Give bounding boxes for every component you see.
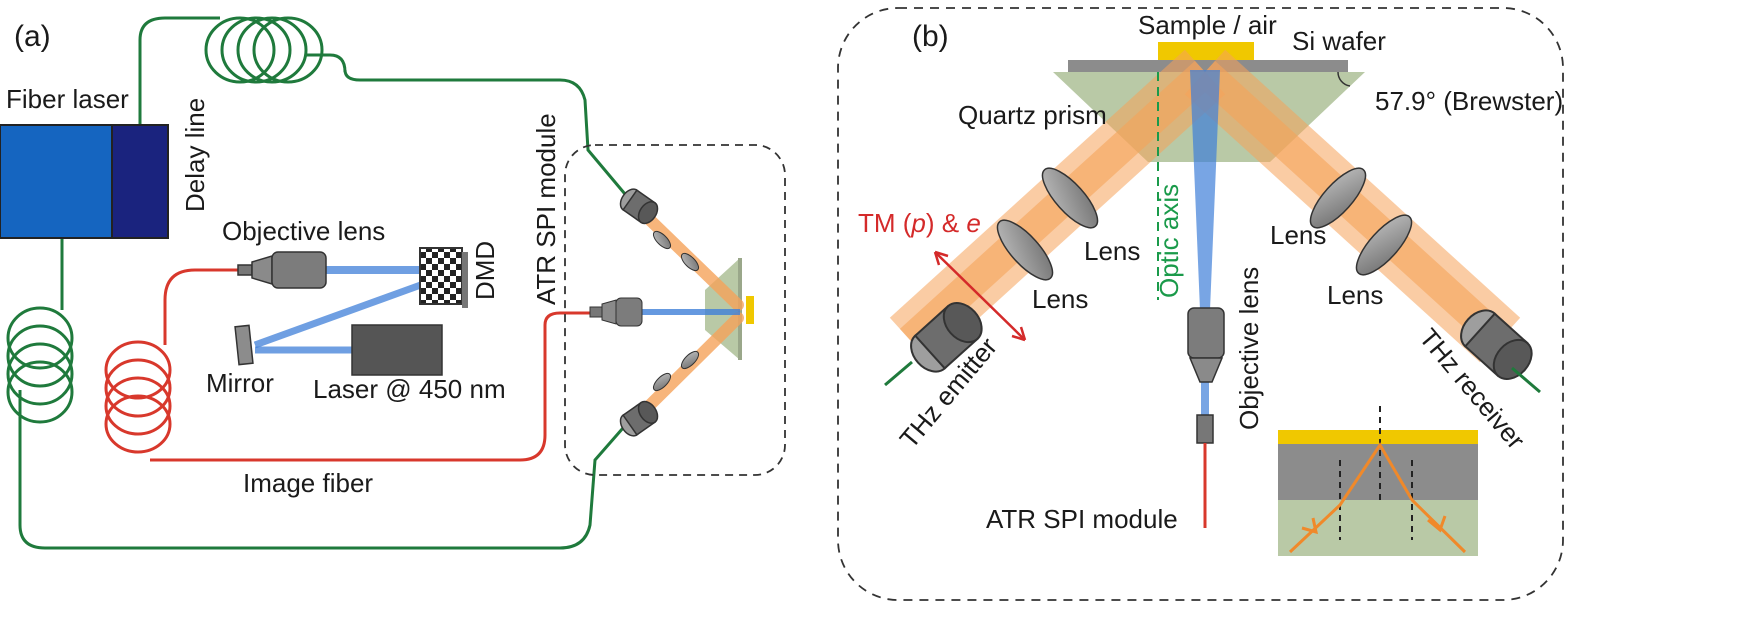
dmd: [419, 247, 468, 308]
mini-sample: [746, 296, 754, 324]
panel-a-tag: (a): [14, 20, 51, 53]
lens-left-2: [996, 219, 1054, 281]
panel-b: (b) Optic axis Lens Lens Lens Lens: [837, 7, 1564, 601]
dmd-label: DMD: [470, 241, 500, 300]
objective-lens-b: [1187, 307, 1225, 444]
lens-right-2-label: Lens: [1327, 280, 1383, 310]
polarization-label: TM (p) & e: [858, 208, 981, 238]
lens-left-1: [1041, 167, 1099, 229]
mini-lens: [652, 230, 672, 250]
panel-a: (a) Fiber laser Delay line: [0, 16, 786, 550]
lens-right-2: [1355, 214, 1413, 276]
objective-lens-a: [237, 251, 327, 289]
lens-right-1-label: Lens: [1270, 220, 1326, 250]
angle-arc: [1337, 71, 1351, 87]
delay-line-box: [111, 124, 169, 239]
probe-beam: [1190, 70, 1220, 310]
quartz-prism-label: Quartz prism: [958, 100, 1107, 130]
lens-left-1-label: Lens: [1084, 236, 1140, 266]
green-fiber: [18, 16, 632, 550]
laser-450nm: [351, 324, 443, 376]
mini-lens: [680, 252, 700, 272]
brewster-angle-label: 57.9° (Brewster): [1375, 86, 1563, 116]
inset-diagram: [1278, 406, 1478, 556]
objective-lens-b-label: Objective lens: [1234, 267, 1264, 430]
mini-objective: [589, 297, 643, 327]
atr-spi-module-label-a: ATR SPI module: [531, 113, 561, 305]
sample: [1158, 42, 1254, 60]
image-fiber-label: Image fiber: [243, 468, 373, 498]
optic-axis-label: Optic axis: [1154, 184, 1184, 298]
laser-450nm-label: Laser @ 450 nm: [313, 374, 506, 404]
si-wafer-label: Si wafer: [1292, 26, 1386, 56]
mini-lens: [652, 372, 672, 392]
fiber-coil-left: [6, 306, 74, 424]
objective-lens-a-label: Objective lens: [222, 216, 385, 246]
mirror: [234, 324, 254, 366]
mirror-label: Mirror: [206, 368, 274, 398]
si-wafer: [1068, 60, 1348, 72]
panel-b-tag: (b): [912, 20, 949, 53]
delay-line-coil: [204, 16, 324, 84]
fiber-laser-box: [0, 124, 113, 239]
lens-left-2-label: Lens: [1032, 284, 1088, 314]
polarization-arrow: [933, 250, 1027, 342]
lens-right-1: [1309, 167, 1367, 229]
mini-lens: [680, 350, 700, 370]
delay-line-label: Delay line: [180, 98, 210, 212]
image-fiber: [104, 268, 592, 462]
atr-spi-module-box-b: [837, 7, 1564, 601]
sample-label: Sample / air: [1138, 10, 1277, 40]
atr-spi-module-box-a: [564, 144, 786, 476]
fiber-laser-label: Fiber laser: [6, 84, 129, 114]
atr-spi-module-label-b: ATR SPI module: [986, 504, 1178, 534]
